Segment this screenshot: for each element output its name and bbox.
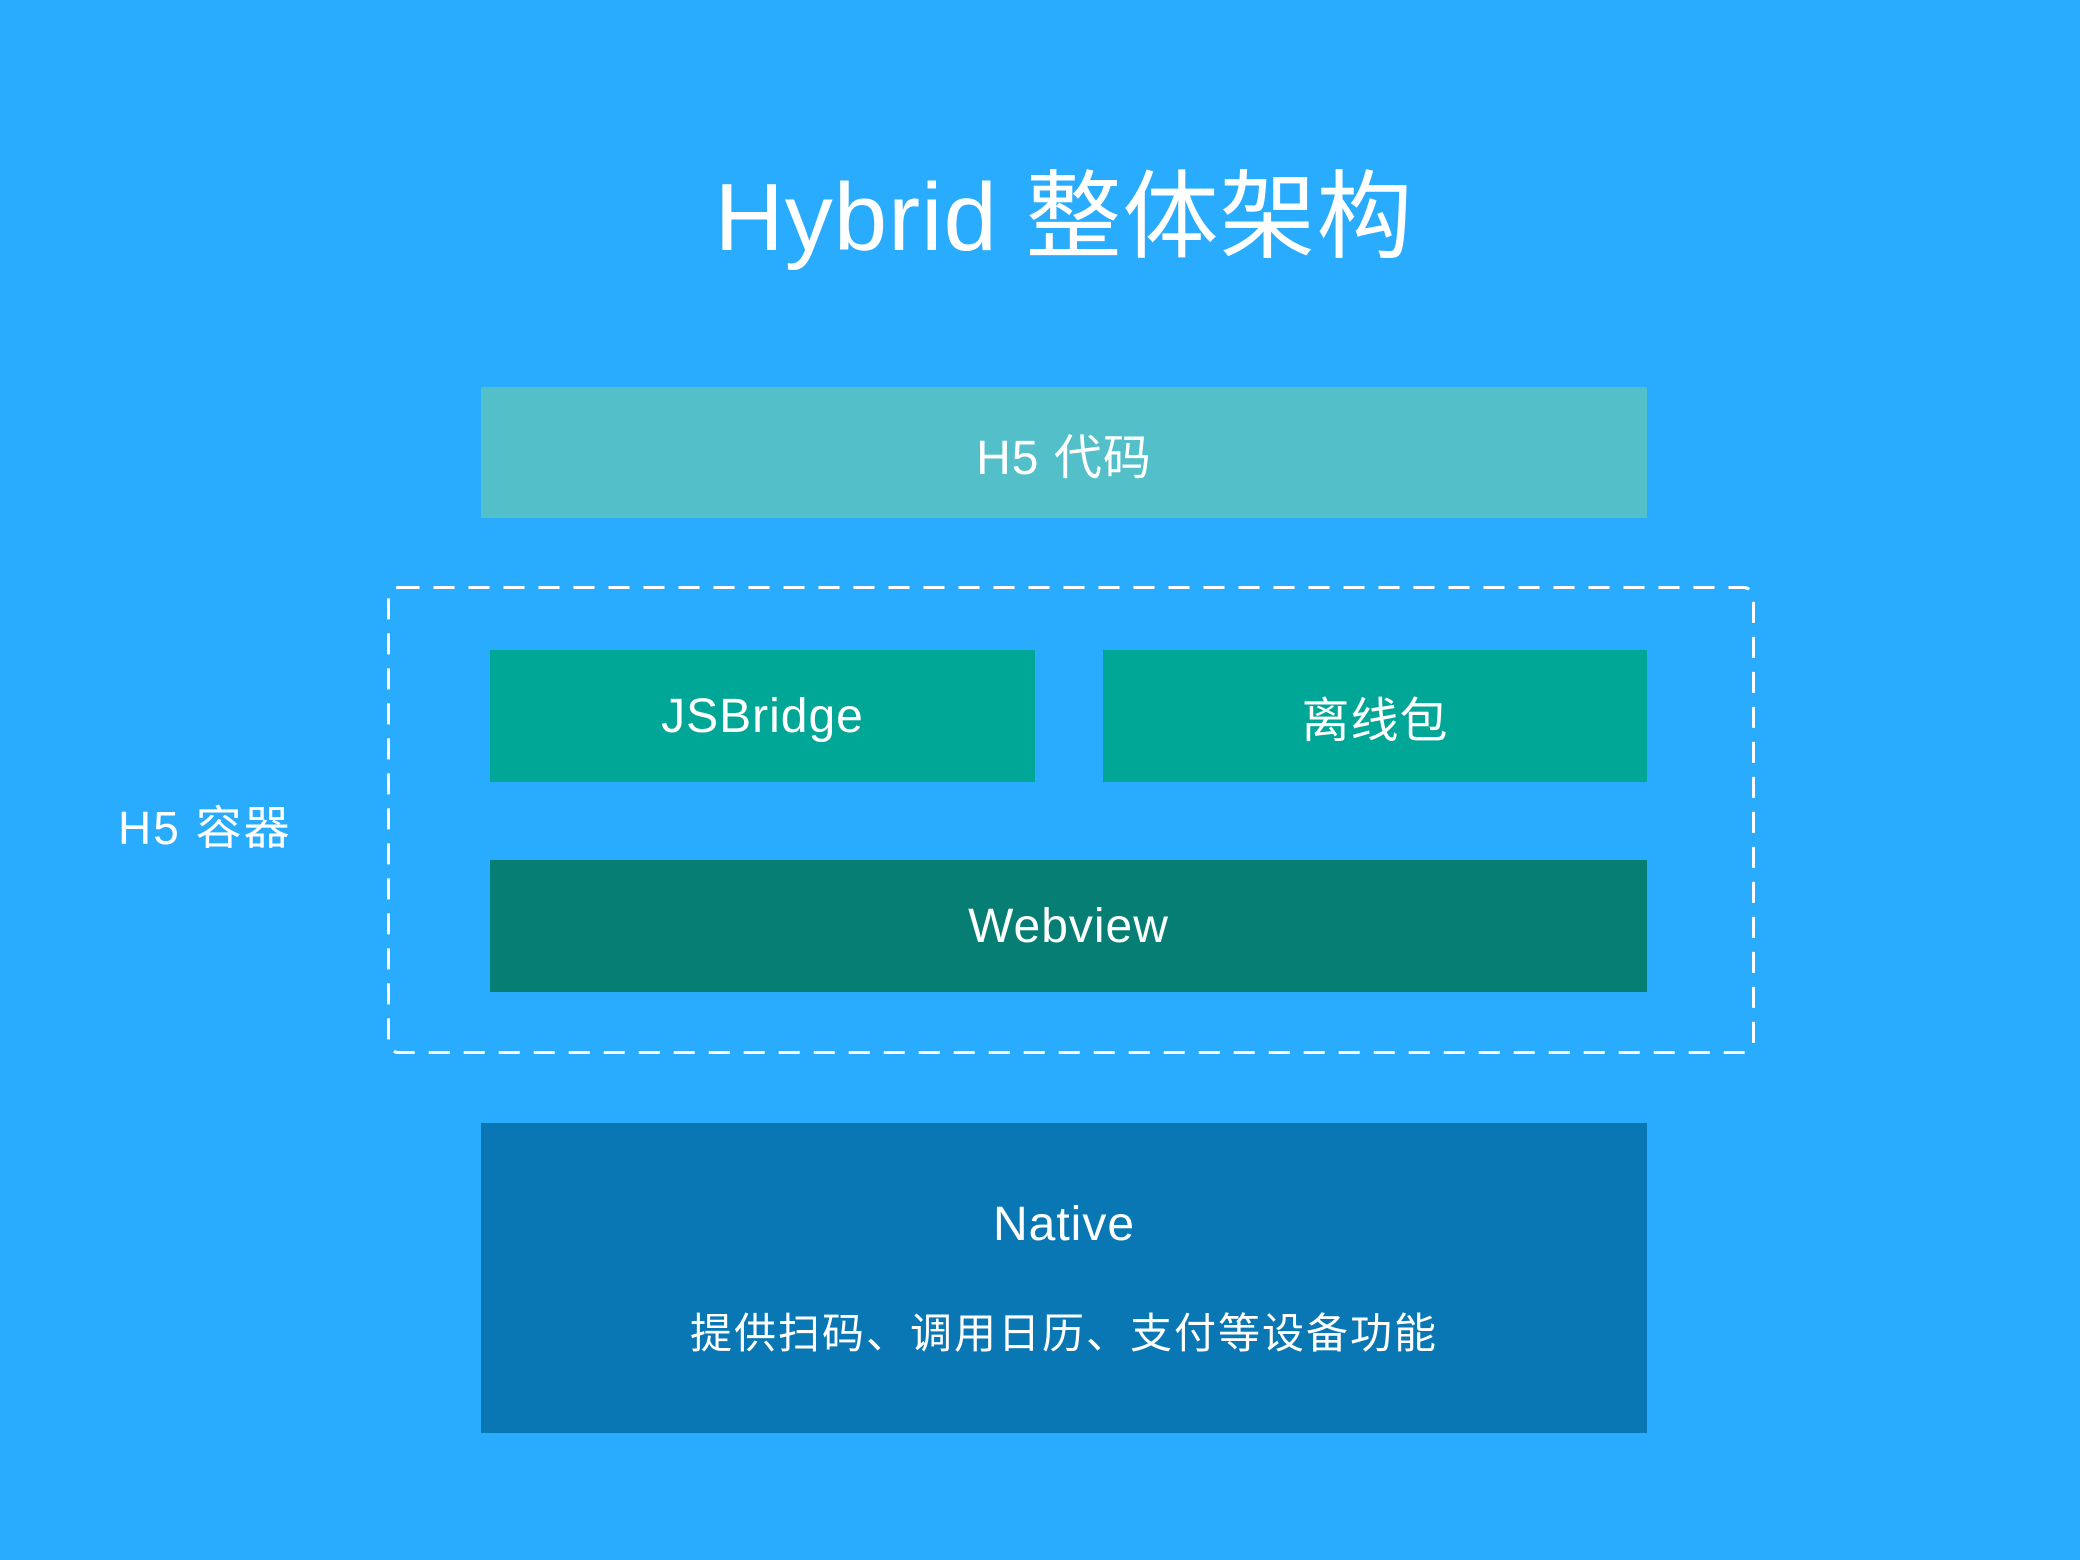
jsbridge-label: JSBridge (661, 689, 864, 743)
native-box: Native 提供扫码、调用日历、支付等设备功能 (481, 1123, 1647, 1433)
h5-code-label: H5 代码 (976, 431, 1152, 485)
jsbridge-box: JSBridge (490, 650, 1035, 782)
h5-container-group: JSBridge 离线包 Webview (387, 586, 1755, 1054)
h5-container-label: H5 容器 (118, 802, 292, 854)
diagram-title: Hybrid 整体架构 (714, 164, 1414, 271)
webview-label: Webview (968, 899, 1169, 953)
webview-box: Webview (490, 860, 1647, 992)
native-description: 提供扫码、调用日历、支付等设备功能 (689, 1310, 1438, 1357)
native-label: Native (992, 1198, 1136, 1251)
offline-package-label: 离线包 (1301, 695, 1449, 748)
dashed-border (387, 586, 1755, 1054)
h5-code-box: H5 代码 (481, 387, 1647, 518)
offline-package-box: 离线包 (1103, 650, 1647, 782)
